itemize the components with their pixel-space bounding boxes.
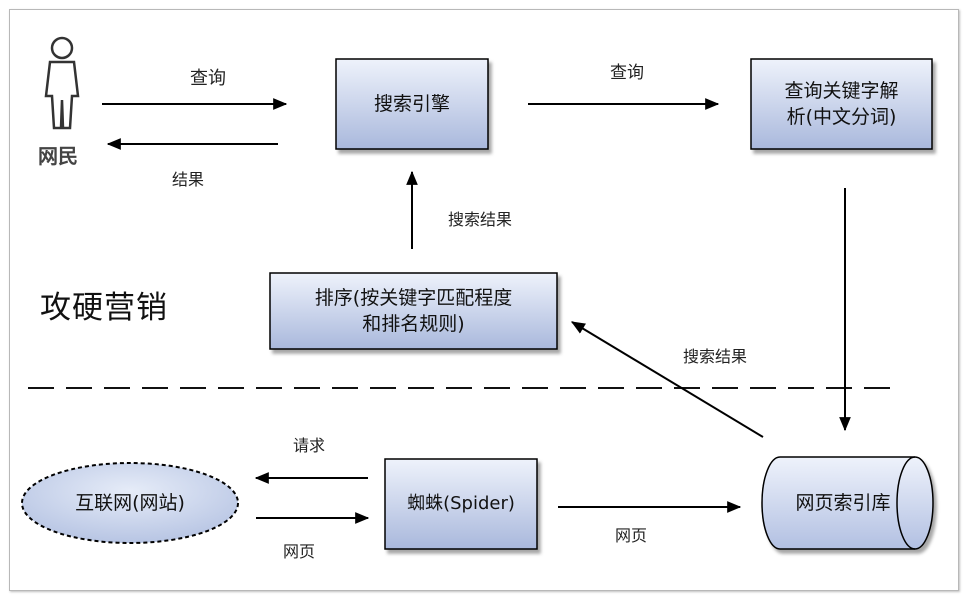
- search-engine-box: [335, 58, 489, 150]
- arrow-index-to-rank: [571, 321, 764, 438]
- user-label: 网民: [38, 144, 78, 168]
- query-parse-line1: 查询关键字解: [784, 80, 899, 102]
- index-db-text: 网页索引库: [795, 492, 891, 514]
- edge-user-query-label: 查询: [190, 68, 226, 89]
- ranking-label: 排序(按关键字匹配程度 和排名规则): [270, 273, 557, 349]
- query-parse-box: [750, 58, 933, 150]
- user-figure-icon: [44, 36, 80, 130]
- diagram-frame: [9, 9, 959, 591]
- ranking-line1: 排序(按关键字匹配程度: [314, 287, 513, 309]
- edge-user-result-label: 结果: [172, 170, 205, 189]
- query-parse-line2: 析(中文分词): [786, 106, 897, 128]
- index-db-label: 网页索引库: [768, 457, 918, 549]
- ranking-box: [269, 272, 558, 350]
- edge-spider-to-index-label: 网页: [615, 526, 648, 545]
- query-parse-label: 查询关键字解 析(中文分词): [751, 59, 932, 149]
- brand-watermark: 攻硬营销: [40, 290, 168, 326]
- edge-rank-to-engine-label: 搜索结果: [448, 210, 513, 229]
- search-engine-label: 搜索引擎: [336, 59, 488, 149]
- internet-label: 互联网(网站): [22, 463, 238, 543]
- spider-box: [384, 458, 538, 550]
- internet-text: 互联网(网站): [75, 492, 185, 514]
- edge-index-to-rank-label: 搜索结果: [683, 347, 748, 366]
- edge-engine-query-label: 查询: [610, 63, 644, 83]
- spider-label: 蜘蛛(Spider): [385, 459, 537, 549]
- edge-spider-request-label: 请求: [293, 436, 326, 455]
- ranking-line2: 和排名规则): [362, 313, 465, 335]
- spider-text: 蜘蛛(Spider): [407, 493, 515, 514]
- index-db-cylinder: [761, 456, 934, 550]
- internet-ellipse: [21, 462, 239, 544]
- search-engine-text: 搜索引擎: [373, 93, 450, 115]
- edge-web-to-spider-label: 网页: [283, 542, 316, 561]
